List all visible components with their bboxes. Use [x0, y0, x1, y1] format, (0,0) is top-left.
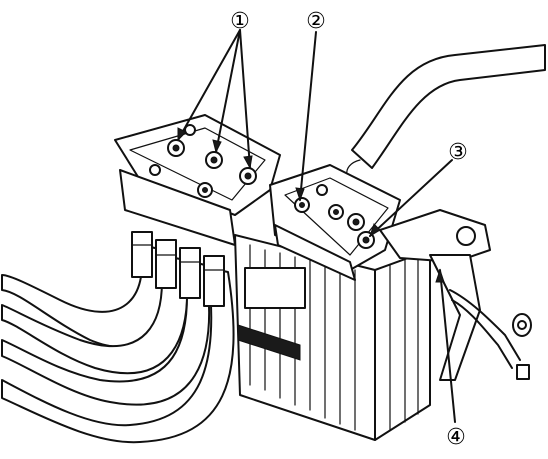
upper-hose: [346, 44, 546, 182]
callout-1: ①: [230, 9, 250, 34]
left-cover: [114, 114, 281, 246]
callout-4: ④: [446, 425, 466, 450]
main-housing: [234, 234, 431, 441]
left-cable-bundle: [1, 231, 235, 444]
callout-2: ②: [306, 9, 326, 34]
callout-3: ③: [448, 140, 468, 165]
leader-lines: [177, 29, 456, 423]
right-bracket: [379, 209, 491, 381]
ground-cable: [449, 289, 532, 380]
